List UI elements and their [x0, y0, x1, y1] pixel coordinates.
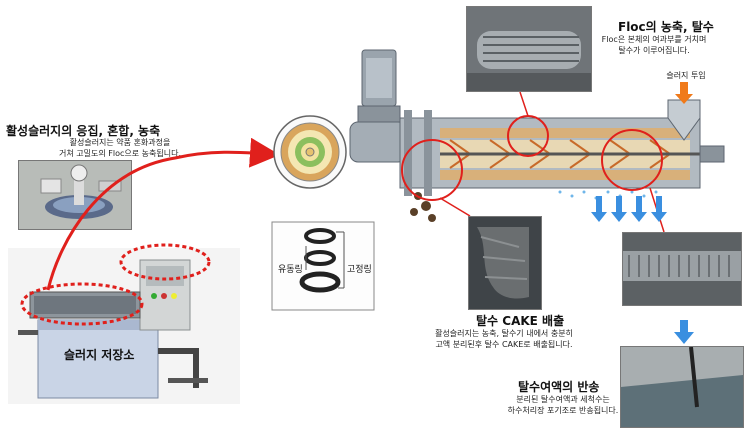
mixer-photo	[18, 160, 132, 230]
highlight-oval-mixer	[119, 243, 211, 281]
flow-arrow-red	[46, 137, 280, 291]
floc-desc-line2: 탈수가 이루어집니다.	[618, 46, 690, 55]
screw-body	[399, 99, 725, 196]
floc-desc-line1: Floc은 본체의 여과부를 거치며	[601, 35, 707, 44]
return-channel-illustration	[621, 347, 743, 427]
drive-motor	[349, 49, 407, 163]
cake-illustration	[469, 217, 541, 309]
moving-ring-label: 유동링	[278, 265, 303, 275]
flocculation-title: 활성슬러지의 응집, 혼합, 농축	[6, 124, 161, 138]
cake-title: 탈수 CAKE 배출	[476, 314, 565, 328]
return-title: 탈수여액의 반송	[518, 380, 600, 394]
flocculation-desc-line1: 활성슬러지는 약품 혼화과정을	[69, 138, 171, 147]
cake-photo	[468, 216, 542, 310]
highlight-circle-filtrate	[601, 129, 663, 191]
return-desc-line2: 하수처리장 포기조로 반송됩니다.	[507, 406, 619, 415]
fixed-ring-label: 고정링	[347, 265, 372, 275]
highlight-circle-cake	[401, 139, 463, 201]
cake-desc-line2: 고액 분리된후 탈수 CAKE로 배출됩니다.	[435, 340, 573, 349]
cake-desc-line1: 활성슬러지는 농축, 탈수기 내에서 충분히	[435, 329, 573, 338]
return-desc-line1: 분리된 탈수여액과 세척수는	[516, 395, 610, 404]
highlight-oval-screw	[20, 282, 144, 326]
ring-diagram	[271, 221, 375, 311]
mixer-illustration	[19, 161, 131, 229]
flocculation-desc-line2: 거쳐 고밀도의 Floc으로 농축됩니다.	[59, 149, 181, 158]
sludge-tank-label: 슬러지 저장소	[64, 348, 135, 362]
cake-discharge-particles	[410, 192, 436, 222]
screw-cross-section	[273, 115, 347, 189]
filtrate-screen-illustration	[623, 233, 741, 305]
return-arrow	[674, 320, 694, 344]
sludge-input-label: 슬러지 투입	[666, 71, 706, 80]
floc-photo	[466, 6, 592, 92]
filtrate-arrows	[591, 196, 667, 222]
machine-illustration	[18, 259, 208, 399]
sludge-input-arrow	[675, 82, 693, 104]
filtrate-drops	[558, 190, 658, 200]
floc-title: Floc의 농축, 탈수	[618, 20, 714, 34]
floc-screen-illustration	[467, 7, 591, 91]
filtrate-photo	[622, 232, 742, 306]
return-channel-photo	[620, 346, 744, 428]
dewatering-machine-photo	[8, 248, 240, 404]
